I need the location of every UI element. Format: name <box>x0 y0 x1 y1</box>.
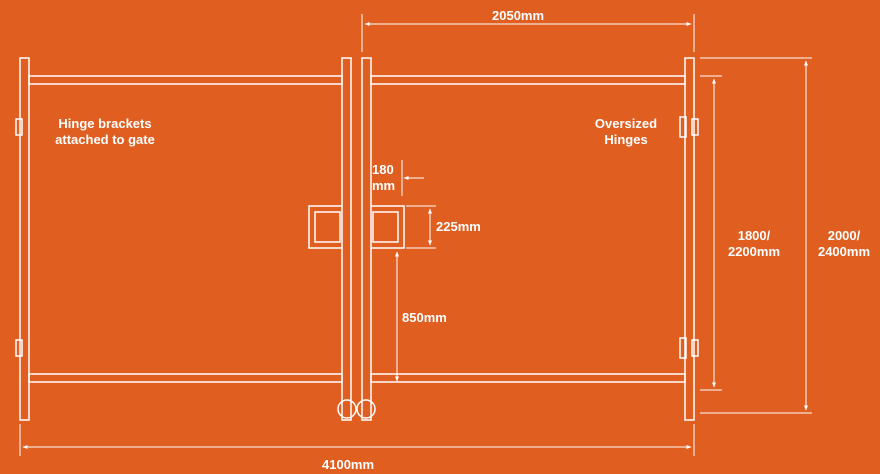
inner-height-line2: 2200mm <box>727 244 781 259</box>
right-hinge-bottom <box>691 339 699 357</box>
right-hinge-plate-bottom <box>679 337 687 359</box>
right-note-line1: Oversized <box>594 116 658 131</box>
left-lock-inner <box>314 211 341 243</box>
outer-height-line2: 2400mm <box>817 244 871 259</box>
inner-height-label: 1800/ 2200mm <box>716 228 792 260</box>
left-gate-panel <box>15 57 357 421</box>
outer-height-label: 2000/ 2400mm <box>810 228 878 260</box>
left-note: Hinge brackets attached to gate <box>30 116 180 148</box>
right-gate-wheel <box>356 399 376 419</box>
left-lock-box <box>308 205 342 249</box>
left-hinge-bracket-bottom <box>15 339 23 357</box>
left-hinge-bracket-top <box>15 118 23 136</box>
right-gate-top-rail <box>370 75 686 85</box>
right-lock-inner <box>372 211 399 243</box>
bottom-width-label: 4100mm <box>322 457 375 472</box>
right-note-line2: Hinges <box>604 132 648 147</box>
right-gate-panel <box>356 57 699 421</box>
right-hinge-top <box>691 118 699 136</box>
outer-height-line1: 2000/ <box>827 228 861 243</box>
left-gate-top-rail <box>28 75 343 85</box>
right-lock-box <box>371 205 405 249</box>
right-note: Oversized Hinges <box>580 116 672 148</box>
inner-height-line1: 1800/ <box>737 228 771 243</box>
left-gate-bottom-rail <box>28 373 343 383</box>
gap-label-line2: mm <box>372 178 396 193</box>
left-gate-wheel <box>337 399 357 419</box>
lock-offset-label: 850mm <box>402 310 447 325</box>
right-gate-inner-post <box>361 57 372 421</box>
left-gate-inner-post <box>341 57 352 421</box>
lock-height-label: 225mm <box>436 219 481 234</box>
right-gate-bottom-rail <box>370 373 686 383</box>
right-hinge-plate-top <box>679 116 687 138</box>
gap-label-line1: 180 <box>372 162 394 177</box>
left-note-line1: Hinge brackets <box>58 116 152 131</box>
top-width-label: 2050mm <box>492 8 545 23</box>
left-gate-outer-post <box>19 57 30 421</box>
gap-label: 180 mm <box>372 162 395 194</box>
left-note-line2: attached to gate <box>55 132 155 147</box>
right-gate-outer-post <box>684 57 695 421</box>
